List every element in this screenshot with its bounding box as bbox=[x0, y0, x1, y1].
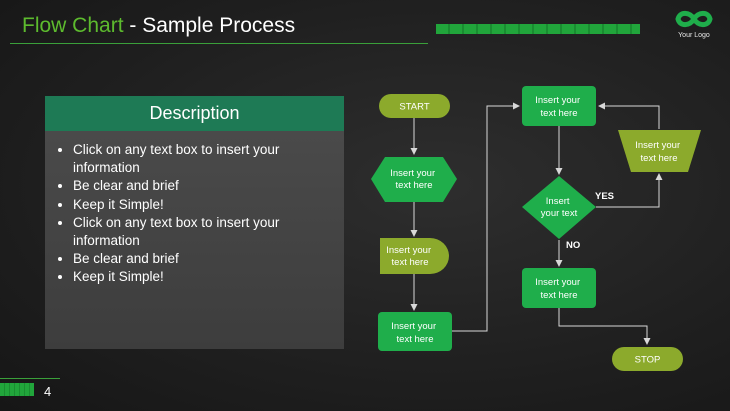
logo: Your Logo bbox=[664, 8, 724, 39]
yes-label: YES bbox=[595, 191, 614, 202]
description-bullet: Be clear and brief bbox=[73, 177, 330, 195]
process-box-top-line-1: Insert your bbox=[535, 95, 580, 106]
description-bullet: Click on any text box to insert your inf… bbox=[73, 141, 330, 177]
description-bullet: Be clear and brief bbox=[73, 250, 330, 268]
stop-label: STOP bbox=[635, 355, 661, 366]
infinity-icon bbox=[675, 10, 713, 28]
hexagon-label: Insert your text here bbox=[390, 168, 438, 191]
process-box-left-label: Insert your text here bbox=[391, 321, 439, 345]
process-box-right-label: Insert your text here bbox=[535, 277, 583, 301]
decision-line-2: your text bbox=[541, 208, 578, 219]
connector-box-stop bbox=[558, 308, 651, 345]
decision-line-1: Insert bbox=[546, 196, 570, 207]
trapezoid-line-1: Insert your bbox=[635, 140, 680, 151]
decorative-bar bbox=[436, 24, 640, 34]
delay-label: Insert your text here bbox=[386, 245, 434, 268]
connector-decision-trapezoid bbox=[596, 173, 663, 208]
footer-decorative-bar bbox=[0, 383, 34, 396]
slide-title: Flow Chart - Sample Process bbox=[22, 14, 295, 38]
process-box-right[interactable]: Insert your text here bbox=[522, 268, 596, 308]
hexagon-node[interactable]: Insert your text here bbox=[371, 157, 457, 202]
connector-box-top bbox=[452, 102, 520, 332]
hexagon-line-1: Insert your bbox=[390, 168, 435, 179]
stop-node[interactable]: STOP bbox=[612, 347, 683, 371]
connector-trapezoid-top bbox=[598, 102, 660, 129]
description-heading[interactable]: Description bbox=[45, 96, 344, 131]
decision-node[interactable]: Insert your text bbox=[522, 176, 596, 239]
connectors bbox=[410, 102, 663, 345]
process-box-left[interactable]: Insert your text here bbox=[378, 312, 452, 351]
process-box-left-line-2: text here bbox=[397, 334, 434, 345]
delay-node[interactable]: Insert your text here bbox=[380, 238, 449, 274]
description-bullet: Click on any text box to insert your inf… bbox=[73, 214, 330, 250]
title-underline bbox=[10, 43, 428, 44]
description-body[interactable]: Click on any text box to insert your inf… bbox=[45, 131, 344, 349]
trapezoid-node[interactable]: Insert your text here bbox=[618, 130, 701, 172]
trapezoid-label: Insert your text here bbox=[635, 140, 683, 164]
decision-label: Insert your text bbox=[541, 196, 578, 219]
start-label: START bbox=[399, 102, 429, 113]
process-box-left-line-1: Insert your bbox=[391, 321, 436, 332]
hexagon-line-2: text here bbox=[396, 180, 433, 191]
title-accent: Flow Chart bbox=[22, 14, 124, 37]
logo-text: Your Logo bbox=[678, 32, 710, 39]
title-rest: - Sample Process bbox=[123, 14, 296, 37]
trapezoid-line-2: text here bbox=[641, 153, 678, 164]
start-node[interactable]: START bbox=[379, 94, 450, 118]
delay-line-2: text here bbox=[392, 257, 429, 268]
process-box-right-line-2: text here bbox=[541, 290, 578, 301]
process-box-top-label: Insert your text here bbox=[535, 95, 583, 119]
page-number: 4 bbox=[44, 384, 52, 399]
footer-rule bbox=[0, 378, 60, 379]
delay-line-1: Insert your bbox=[386, 245, 431, 256]
process-box-right-line-1: Insert your bbox=[535, 277, 580, 288]
description-list: Click on any text box to insert your inf… bbox=[45, 141, 344, 287]
description-bullet: Keep it Simple! bbox=[73, 196, 330, 214]
description-bullet: Keep it Simple! bbox=[73, 268, 330, 286]
no-label: NO bbox=[566, 240, 580, 251]
process-box-top[interactable]: Insert your text here bbox=[522, 86, 596, 126]
process-box-top-line-2: text here bbox=[541, 108, 578, 119]
